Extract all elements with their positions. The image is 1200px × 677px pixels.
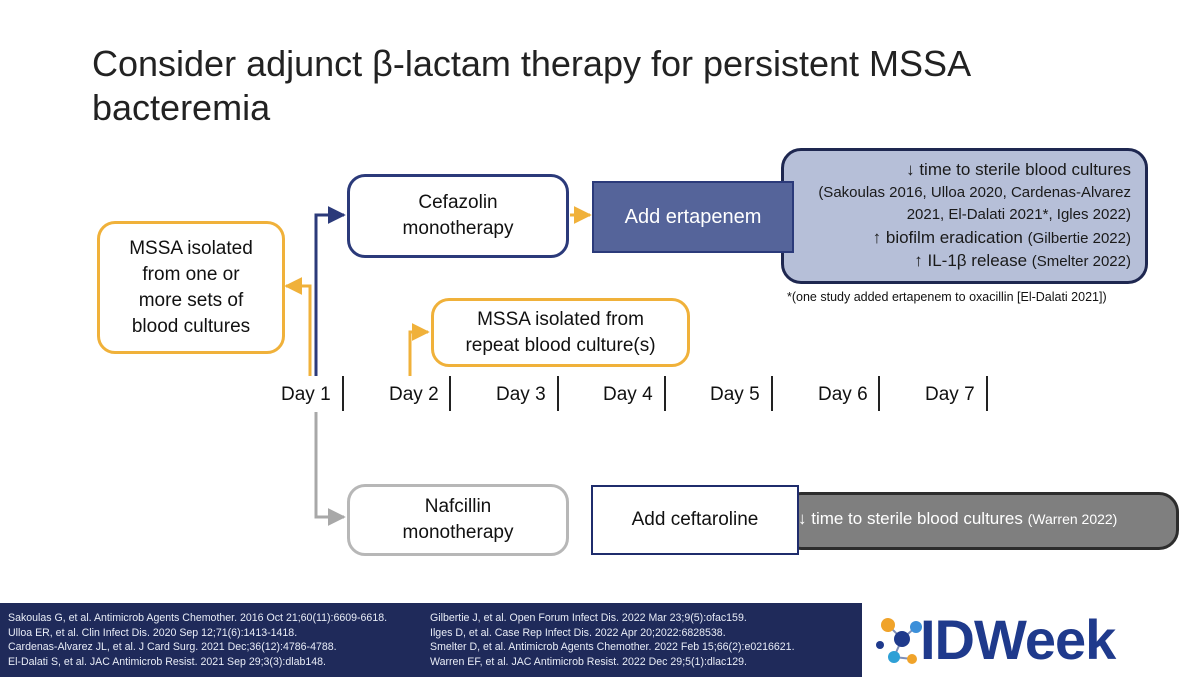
evidence-citation: (Smelter 2022) (1031, 253, 1131, 270)
evidence-line: ↑ IL-1β release (Smelter 2022) (818, 250, 1131, 274)
add-ertapenem-box: Add ertapenem (592, 181, 794, 253)
reference-item: Warren EF, et al. JAC Antimicrob Resist.… (430, 655, 747, 668)
add-ertapenem-label: Add ertapenem (624, 206, 762, 228)
mssa-repeat-line: MSSA isolated from (477, 308, 644, 330)
mssa-initial-line: from one or (142, 263, 240, 285)
timeline-tick (557, 376, 559, 411)
mssa-initial-line: blood cultures (131, 315, 251, 337)
evidence-line: ↓ time to sterile blood cultures (906, 160, 1131, 179)
evidence-citation: (Warren 2022) (1027, 511, 1118, 527)
evidence-line: ↑ biofilm eradication (Gilbertie 2022) (818, 227, 1131, 251)
ertapenem-evidence-panel: ↓ time to sterile blood cultures (Sakoul… (781, 148, 1148, 284)
evidence-text: ↑ IL-1β release (914, 251, 1032, 270)
nafcillin-line: Nafcillin (424, 496, 492, 517)
reference-item: Gilbertie J, et al. Open Forum Infect Di… (430, 612, 747, 624)
evidence-text: ↓ time to sterile blood cultures (798, 509, 1028, 528)
mssa-initial-line: more sets of (138, 289, 244, 311)
timeline-day: Day 2 (389, 384, 439, 405)
timeline-tick (771, 376, 773, 411)
timeline-tick (878, 376, 880, 411)
timeline-tick (342, 376, 344, 411)
arrow-day1-to-mssa (284, 277, 312, 376)
timeline-day: Day 4 (603, 384, 653, 405)
evidence-citation: 2021, El-Dalati 2021*, Igles 2022) (906, 206, 1131, 223)
reference-item: Smelter D, et al. Antimicrob Agents Chem… (430, 641, 795, 654)
reference-item: Cardenas-Alvarez JL, et al. J Card Surg.… (8, 641, 337, 654)
mssa-initial-line: MSSA isolated (129, 237, 253, 259)
add-ceftaroline-box: Add ceftaroline (591, 485, 799, 555)
arrow-day1-to-cefazolin (314, 206, 346, 376)
cefazolin-line: Cefazolin (418, 192, 498, 213)
evidence-line: ↓ time to sterile blood cultures (Warren… (798, 509, 1117, 529)
evidence-text: ↑ biofilm eradication (872, 227, 1028, 247)
evidence-citation: (Gilbertie 2022) (1027, 229, 1131, 247)
molecule-icon (876, 618, 922, 664)
references-right: Gilbertie J, et al. Open Forum Infect Di… (430, 611, 795, 669)
idweek-logo: IDWeek (862, 603, 1200, 677)
timeline-tick (449, 376, 451, 411)
timeline-tick (664, 376, 666, 411)
cefazolin-line: monotherapy (402, 218, 514, 239)
timeline-day: Day 1 (281, 384, 331, 405)
reference-item: El-Dalati S, et al. JAC Antimicrob Resis… (8, 655, 326, 668)
footnote: *(one study added ertapenem to oxacillin… (787, 290, 1107, 304)
mssa-repeat-box: MSSA isolated from repeat blood culture(… (431, 298, 690, 367)
timeline-day: Day 3 (496, 384, 546, 405)
timeline-day: Day 6 (818, 384, 868, 405)
timeline-day: Day 7 (925, 384, 975, 405)
reference-item: Ulloa ER, et al. Clin Infect Dis. 2020 S… (8, 626, 298, 639)
slide-title: Consider adjunct β-lactam therapy for pe… (92, 43, 970, 128)
evidence-citation: (Sakoulas 2016, Ulloa 2020, Cardenas-Alv… (818, 183, 1131, 201)
references-left: Sakoulas G, et al. Antimicrob Agents Che… (8, 611, 387, 669)
ceftaroline-evidence-panel: ↓ time to sterile blood cultures (Warren… (781, 492, 1179, 550)
add-ceftaroline-label: Add ceftaroline (631, 509, 759, 530)
nafcillin-box: Nafcillin monotherapy (347, 484, 569, 556)
reference-item: Sakoulas G, et al. Antimicrob Agents Che… (8, 612, 388, 624)
arrow-day1-to-nafcillin (314, 412, 346, 526)
timeline-tick (986, 376, 988, 411)
arrow-day2-to-repeat (408, 323, 430, 376)
reference-item: Ilges D, et al. Case Rep Infect Dis. 202… (430, 626, 726, 639)
nafcillin-line: monotherapy (402, 522, 514, 543)
timeline-day: Day 5 (710, 384, 760, 405)
mssa-repeat-line: repeat blood culture(s) (465, 334, 656, 356)
logo-text: IDWeek (920, 608, 1116, 671)
mssa-initial-box: MSSA isolated from one or more sets of b… (97, 221, 285, 354)
cefazolin-box: Cefazolin monotherapy (347, 174, 569, 258)
